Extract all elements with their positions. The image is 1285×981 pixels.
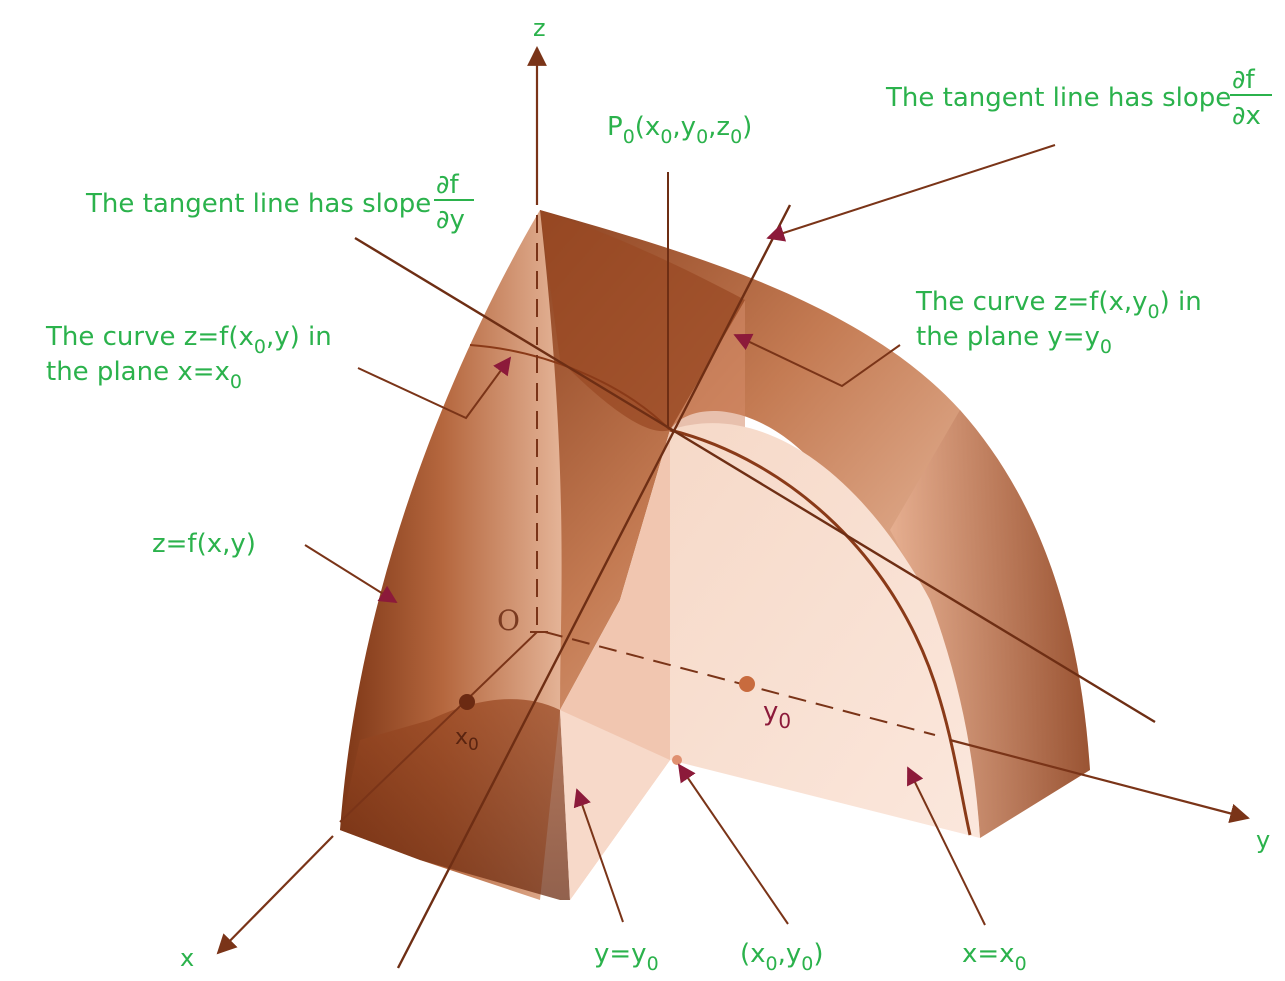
label-curve-y0-line2: the plane y=y0: [916, 322, 1112, 358]
solid-region: [340, 210, 1090, 900]
label-curve-x0: The curve z=f(x0,y) in the plane x=x0: [45, 322, 332, 393]
arrow-curve-y0: [733, 333, 901, 388]
label-tangent-dy-den: ∂y: [436, 205, 465, 235]
x-axis-hidden: [339, 631, 538, 823]
label-tangent-dx-num: ∂f: [1232, 65, 1255, 95]
y-axis-visible: [949, 738, 1250, 824]
right-edge-band: [890, 410, 1090, 838]
label-tangent-dx-text: The tangent line has slope: [885, 83, 1231, 113]
point-x0-dot: [459, 694, 475, 710]
bottom-light-corner: [560, 710, 670, 900]
label-curve-y0-line1: The curve z=f(x,y0) in: [915, 287, 1202, 323]
y0-axis-label: y0: [763, 697, 791, 733]
label-tangent-dy-num: ∂f: [436, 170, 459, 200]
axis-y-label: y: [1256, 826, 1270, 854]
arrow-plane-x0: [907, 766, 986, 926]
arrow-point-x0y0: [677, 763, 789, 925]
curve-on-surface-y0: [669, 428, 972, 836]
leader-arrows: [304, 144, 1056, 926]
curve-on-surface-x0: [469, 344, 671, 431]
label-curve-y0: The curve z=f(x,y0) in the plane y=y0: [915, 287, 1202, 358]
arrow-surface: [304, 544, 398, 603]
label-curve-x0-line1: The curve z=f(x0,y) in: [45, 322, 332, 358]
tangent-line-dx: [396, 204, 792, 969]
x-axis-visible: [216, 835, 334, 955]
label-point-x0y0: (x0,y0): [740, 939, 824, 975]
point-y0-dot: [739, 676, 755, 692]
label-plane-y0: y=y0: [594, 939, 659, 975]
label-tangent-dy: The tangent line has slope ∂f ∂y: [85, 170, 474, 235]
label-surface: z=f(x,y): [152, 529, 256, 559]
points: [459, 676, 755, 765]
label-tangent-dy-text: The tangent line has slope: [85, 189, 431, 219]
axis-z-label: z: [533, 14, 546, 42]
label-plane-x0: x=x0: [962, 939, 1027, 975]
x0-axis-label: x0: [455, 725, 479, 755]
arrow-plane-y0: [573, 788, 624, 923]
origin-label: O: [497, 604, 520, 637]
label-tangent-dx: The tangent line has slope ∂f ∂x: [885, 65, 1272, 131]
tangent-lines: [354, 172, 1156, 969]
label-p0: P0(x0,y0,z0): [607, 112, 752, 148]
inner-face-x0: [670, 423, 980, 838]
label-tangent-dx-den: ∂x: [1232, 101, 1261, 131]
tangent-line-dy: [354, 236, 1156, 724]
label-curve-x0-line2: the plane x=x0: [46, 357, 242, 393]
axis-x-label: x: [180, 944, 194, 972]
bottom-left-band: [340, 699, 570, 900]
arrow-curve-x0: [357, 356, 512, 420]
point-x0y0-dot: [672, 755, 682, 765]
arrow-tangent-dx: [766, 144, 1056, 242]
